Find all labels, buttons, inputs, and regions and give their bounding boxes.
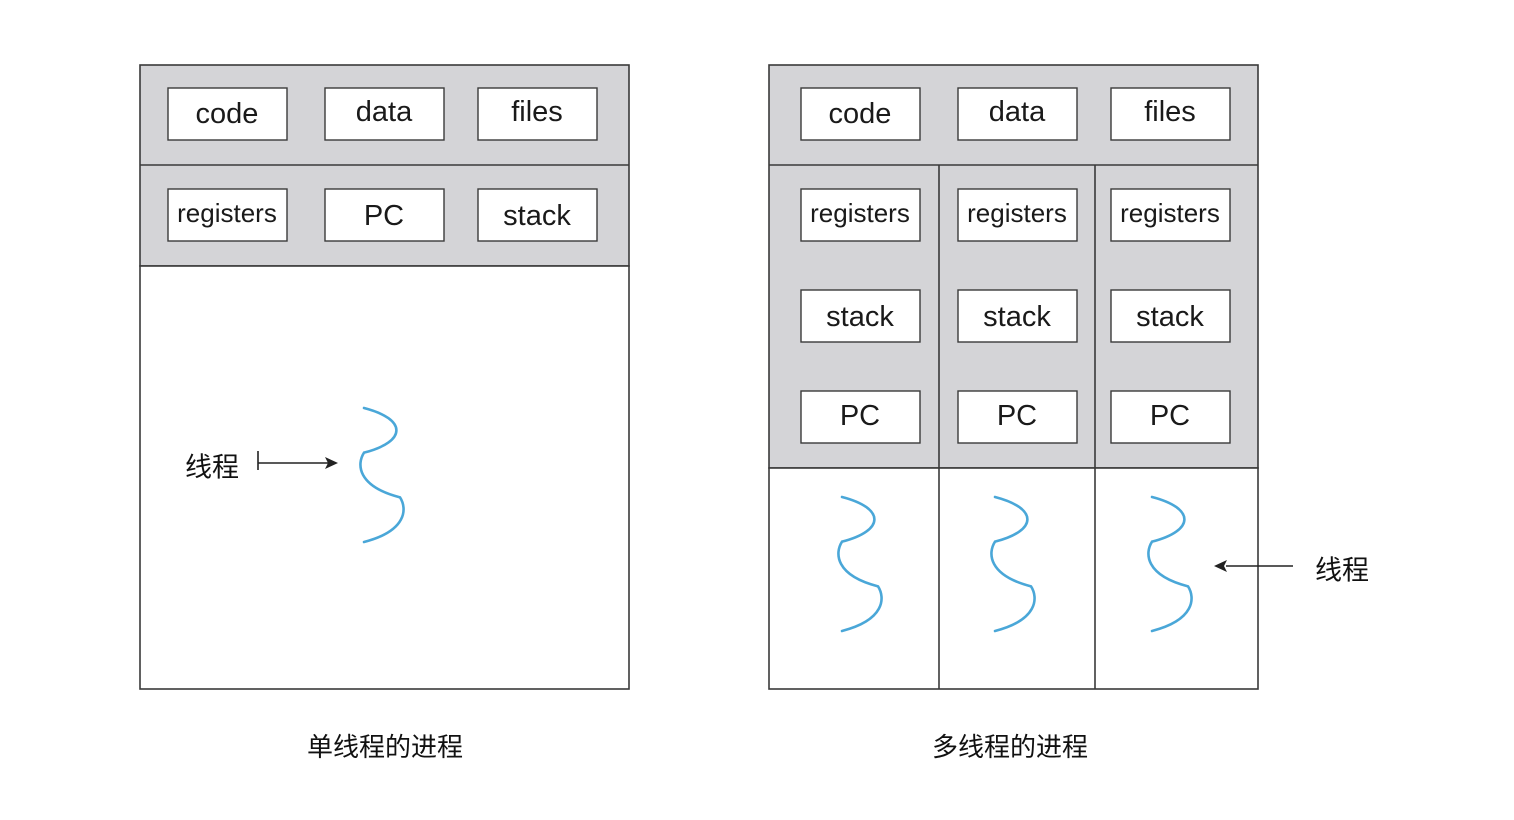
multi-files-box [1110, 87, 1231, 141]
single-arrow-head [325, 457, 338, 469]
single-code-label: code [196, 98, 259, 130]
single-code-box [167, 87, 288, 141]
single-files-label: files [511, 96, 563, 128]
single-data-box [324, 87, 445, 141]
thread1-pc-label: PC [840, 400, 880, 432]
single-thread-wave [359, 406, 405, 544]
thread3-stack-label: stack [1136, 301, 1204, 333]
thread3-wave [1147, 495, 1193, 633]
single-pc-label: PC [364, 200, 404, 232]
thread3-registers-label: registers [1120, 198, 1220, 228]
thread2-pc-label: PC [997, 400, 1037, 432]
thread3-registers-box [1110, 188, 1231, 242]
thread3-pc-label: PC [1150, 400, 1190, 432]
thread1-pc-box [800, 390, 921, 444]
thread1-registers-box [800, 188, 921, 242]
single-files-box [477, 87, 598, 141]
thread2-pc-box [957, 390, 1078, 444]
single-data-label: data [356, 96, 413, 128]
multi-thread-region [768, 467, 1259, 690]
single-stack-box [477, 188, 598, 242]
multi-data-label: data [989, 96, 1046, 128]
thread2-registers-label: registers [967, 198, 1067, 228]
thread2-stack-label: stack [983, 301, 1051, 333]
thread1-stack-label: stack [826, 301, 894, 333]
multi-code-box [800, 87, 921, 141]
single-pc-box [324, 188, 445, 242]
single-caption: 单线程的进程 [307, 733, 463, 763]
single-thread-region [139, 265, 630, 690]
multi-code-label: code [829, 98, 892, 130]
multi-files-label: files [1144, 96, 1196, 128]
thread3-stack-box [1110, 289, 1231, 343]
thread1-registers-label: registers [810, 198, 910, 228]
multi-arrow-head [1214, 560, 1227, 572]
multi-caption: 多线程的进程 [932, 733, 1088, 763]
single-registers-label: registers [177, 198, 277, 228]
single-thread-process: code data files registers PC stack 线程 单线… [139, 64, 630, 763]
single-thread-label: 线程 [185, 453, 239, 484]
thread1-wave [837, 495, 883, 633]
thread2-wave [990, 495, 1036, 633]
thread2-stack-box [957, 289, 1078, 343]
thread1-stack-box [800, 289, 921, 343]
thread2-registers-box [957, 188, 1078, 242]
single-stack-label: stack [503, 200, 571, 232]
multi-data-box [957, 87, 1078, 141]
multi-thread-label: 线程 [1315, 556, 1369, 587]
single-registers-box [167, 188, 288, 242]
multi-thread-process: code data files registers stack PC regis… [768, 64, 1369, 763]
thread3-pc-box [1110, 390, 1231, 444]
